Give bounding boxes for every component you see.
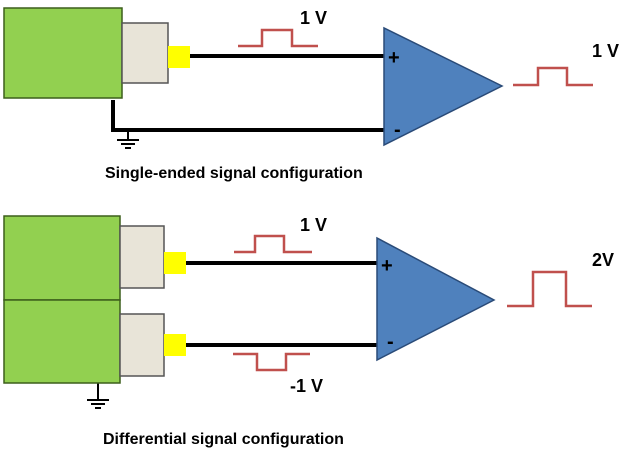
signal-source-icon (3, 215, 121, 301)
connector-pin (168, 46, 190, 68)
amplifier-icon (383, 26, 504, 147)
output-pulse-icon (513, 66, 593, 87)
connector (121, 22, 169, 84)
inverted-pulse-icon (233, 352, 310, 372)
connector (119, 313, 165, 377)
single-ended-caption: Single-ended signal configuration (105, 165, 363, 182)
output-pulse-label: 1 V (592, 41, 619, 61)
connector-pin (164, 252, 186, 274)
output-pulse-icon (507, 270, 592, 308)
ground-icon (117, 130, 139, 149)
ground-icon (87, 383, 109, 409)
bottom-pulse-label: -1 V (290, 376, 323, 396)
minus-sign: - (394, 119, 401, 141)
output-pulse-label: 2V (592, 250, 614, 270)
single-ended-diagram: 1 V + - 1 V Single-ended signal configur… (3, 7, 619, 182)
ground-return-wire (111, 100, 384, 132)
signal-source-icon (3, 299, 121, 384)
minus-sign: - (387, 331, 394, 353)
plus-sign: + (388, 47, 400, 69)
connector (119, 225, 165, 289)
input-pulse-label: 1 V (300, 8, 327, 28)
differential-diagram: 1 V -1 V + - 2V Differential signal conf… (3, 215, 614, 448)
amplifier-icon (376, 236, 496, 362)
connector-pin (164, 334, 186, 356)
differential-caption: Differential signal configuration (103, 431, 344, 448)
signal-source-icon (3, 7, 123, 99)
pulse-icon (238, 28, 318, 48)
pulse-icon (234, 234, 312, 254)
top-pulse-label: 1 V (300, 215, 327, 235)
plus-sign: + (381, 255, 393, 277)
